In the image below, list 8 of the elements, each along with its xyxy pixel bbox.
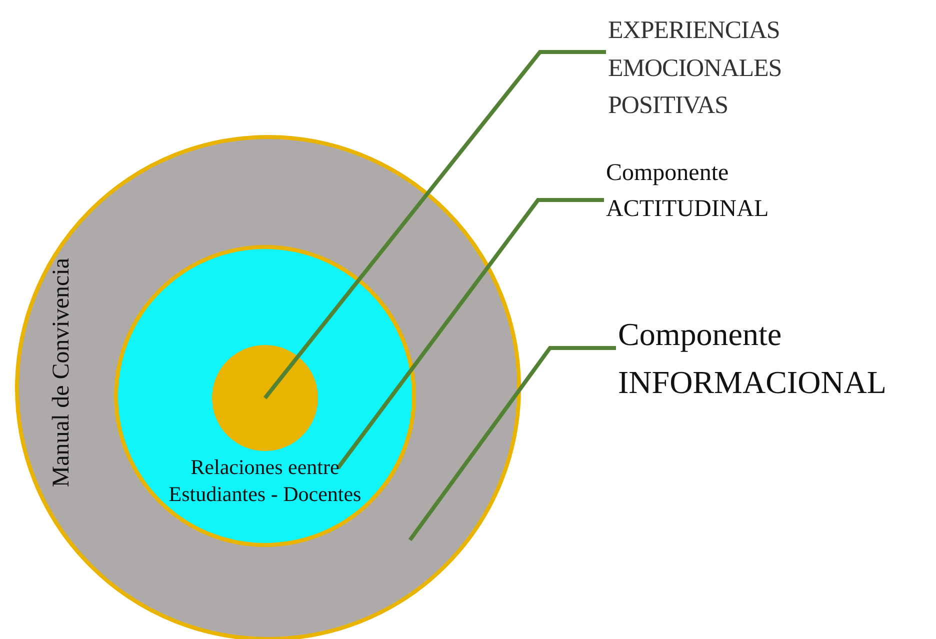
callout-text: Componente INFORMACIONAL xyxy=(618,310,936,406)
circle-label: Relaciones eentre Estudiantes - Docentes xyxy=(168,454,362,508)
circle-label: Manual de Convivencia xyxy=(47,258,76,488)
leader-line xyxy=(336,198,604,470)
leader-line xyxy=(263,50,606,400)
callout-text: EXPERIENCIAS EMOCIONALES POSITIVAS xyxy=(608,12,848,124)
leader-line xyxy=(408,346,616,542)
callout-text: Componente ACTITUDINAL xyxy=(606,155,836,227)
